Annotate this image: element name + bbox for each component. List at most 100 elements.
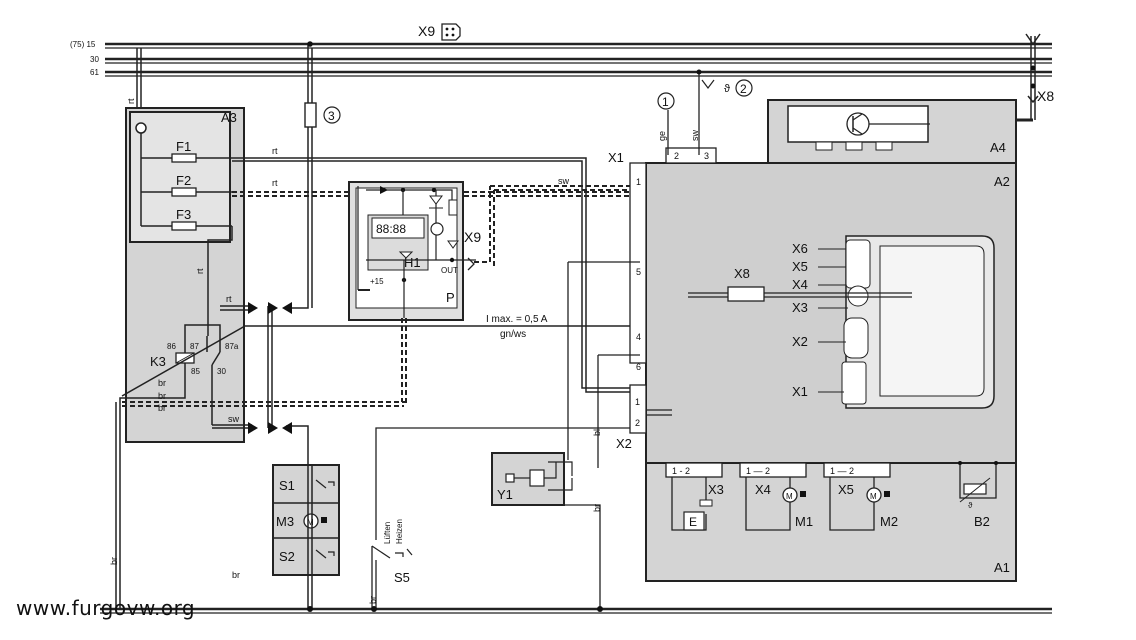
control-panel-p: 88:88 H1 P OUT +15 X9 sw I max. = 0,5 A <box>348 176 646 406</box>
wires-a3: rt rt rt rt rt sw br br br br br <box>109 44 646 609</box>
pin-3-top: 3 <box>704 151 709 161</box>
panel-imax: I max. = 0,5 A <box>486 314 548 325</box>
connector-x2-label: X2 <box>616 436 632 451</box>
panel-out-label: OUT <box>441 266 458 275</box>
theta-symbol: ϑ <box>724 83 730 95</box>
a2-port-x3: X3 <box>792 300 808 315</box>
a4-label: A4 <box>990 140 1006 155</box>
sensor-b2-theta: ϑ <box>968 501 973 510</box>
rail-label-15: (75) 15 <box>70 40 96 49</box>
module-a3: A3 F1 F2 F3 K3 86 87 87a 85 30 <box>125 107 245 443</box>
wire-label-bl: bl <box>592 429 602 436</box>
a2-label: A2 <box>994 174 1010 189</box>
a1-label: A1 <box>994 560 1010 575</box>
relay-k3-pin-87a: 87a <box>225 342 239 351</box>
wire-label-sw-3: sw <box>690 130 700 142</box>
motor-m2-label: M2 <box>880 514 898 529</box>
lcd-digits: 88:88 <box>376 222 406 236</box>
svg-text:1 — 2: 1 — 2 <box>830 466 854 476</box>
transistor-icon <box>846 112 930 136</box>
a2-port-x4: X4 <box>792 277 808 292</box>
x2-pin-1: 1 <box>635 397 640 407</box>
callout-3: 3 <box>328 109 335 123</box>
motor-m1-icon <box>782 487 798 503</box>
wire-label-rt-2: rt <box>272 146 278 156</box>
wire-label-br-3: br <box>158 403 166 413</box>
relay-k3-pin-86: 86 <box>167 342 176 351</box>
a1-x3-label: X3 <box>708 482 724 497</box>
a3-label: A3 <box>221 110 237 125</box>
panel-gnws: gn/ws <box>500 329 526 340</box>
relay-k3-label: K3 <box>150 354 166 369</box>
relay-k3-pin-85: 85 <box>191 367 200 376</box>
module-a4: A4 <box>767 99 1017 164</box>
relay-k3: K3 86 87 87a 85 30 <box>150 324 239 425</box>
wire-label-br-6: br <box>368 596 378 604</box>
connector-x9-top-label: X9 <box>418 23 435 39</box>
a2-pcb: X6 X5 X4 X3 X2 X1 X8 <box>688 235 995 409</box>
svg-text:M: M <box>307 518 314 527</box>
fuse-f1: F1 <box>141 139 232 163</box>
watermark: www.furgovw.org <box>16 596 196 620</box>
svg-text:M: M <box>870 492 877 501</box>
callout-2: 2 <box>740 82 747 96</box>
wire-label-rt-4: rt <box>195 268 205 274</box>
blower-unit: S1 M3 S2 M <box>272 464 340 612</box>
connector-x2: X2 1 2 <box>616 384 672 451</box>
wire-label-sw-1: sw <box>228 414 240 424</box>
a2-port-x1: X1 <box>792 384 808 399</box>
motor-m3-label: M3 <box>276 514 294 529</box>
panel-h1-label: H1 <box>404 255 421 270</box>
motor-m1: M X4 M1 <box>745 477 813 531</box>
x1-pin-4: 4 <box>636 332 641 342</box>
fuse-f1-label: F1 <box>176 139 191 154</box>
wire-label-br-4: br <box>109 557 119 565</box>
a1-x5-label: X5 <box>838 482 854 497</box>
s5-lueften: Lüften <box>383 522 392 544</box>
wire-label-br-2: br <box>158 391 166 401</box>
sensor-e-label: E <box>689 515 697 529</box>
connector-arrows <box>248 302 292 434</box>
relay-k3-pin-30: 30 <box>217 367 226 376</box>
connector-x9-top: X9 <box>418 23 461 41</box>
fuse-f2: F2 <box>141 173 232 197</box>
a2-x8-label: X8 <box>734 266 750 281</box>
x1-pin-6: 6 <box>636 362 641 372</box>
rail-label-30: 30 <box>90 55 99 64</box>
motor-m2-icon <box>866 487 882 503</box>
motor-m2: M X5 M2 <box>829 477 898 531</box>
lcd-display <box>371 217 425 239</box>
wire-label-rt-3: rt <box>272 178 278 188</box>
svg-text:M: M <box>786 492 793 501</box>
connector-x9-top-icon <box>441 23 461 41</box>
switch-s2-label: S2 <box>279 549 295 564</box>
wire-label-br-5: br <box>232 570 240 580</box>
valve-y1: Y1 bl br <box>491 262 603 612</box>
valve-y1-label: Y1 <box>497 487 513 502</box>
wire-label-br-1: br <box>158 378 166 388</box>
connector-x8-top-label: X8 <box>1037 88 1054 104</box>
panel-p-label: P <box>446 290 455 305</box>
a2-port-x6: X6 <box>792 241 808 256</box>
callout-1: 1 <box>662 95 669 109</box>
inline-fuse: 3 <box>304 41 341 128</box>
connector-x1: X1 2 3 ge sw 1 2 ϑ 1 5 4 6 <box>568 69 753 372</box>
sensor-b2-label: B2 <box>974 514 990 529</box>
sensor-b2: ϑ B2 <box>958 461 998 529</box>
switch-s1-label: S1 <box>279 478 295 493</box>
svg-text:1 - 2: 1 - 2 <box>672 466 690 476</box>
a2-port-x5: X5 <box>792 259 808 274</box>
svg-text:1 — 2: 1 — 2 <box>746 466 770 476</box>
relay-k3-pin-87: 87 <box>190 342 199 351</box>
wire-label-rt-1: rt <box>126 98 136 104</box>
a2-port-x2: X2 <box>792 334 808 349</box>
a1-x4-label: X4 <box>755 482 771 497</box>
wire-label-rt-5: rt <box>226 294 232 304</box>
fuse-f3-label: F3 <box>176 207 191 222</box>
sensor-e: X3 E <box>671 477 724 531</box>
x2-pin-2: 2 <box>635 418 640 428</box>
rail-label-61: 61 <box>90 68 99 77</box>
fuse-f2-label: F2 <box>176 173 191 188</box>
panel-x9-label: X9 <box>464 229 481 245</box>
